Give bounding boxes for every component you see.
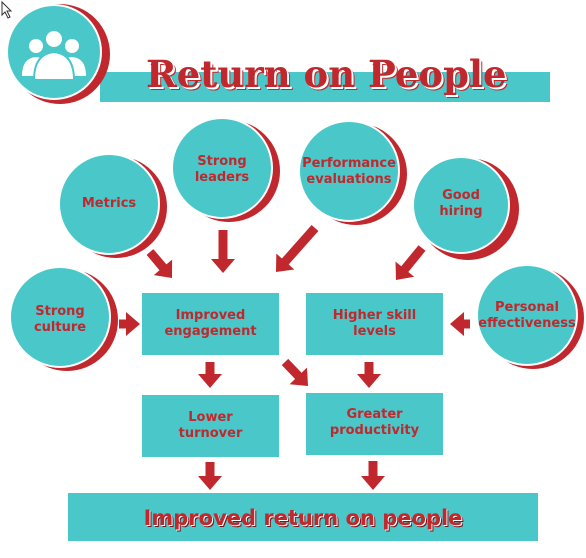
people-group-icon [6, 4, 110, 104]
arrow-engagement-to-turnover [198, 362, 222, 388]
node-strong-culture [9, 266, 118, 371]
arrow-hiring-to-skills [395, 245, 426, 280]
mouse-pointer-icon [1, 0, 13, 19]
arrow-engagement-to-productivity [281, 358, 308, 386]
node-greater-productivity [306, 393, 443, 455]
arrow-turnover-to-result [198, 462, 222, 490]
node-performance-evaluations [298, 120, 407, 225]
node-good-hiring [412, 156, 519, 260]
arrow-evaluations-to-engagement [276, 225, 319, 272]
node-higher-skill-levels [306, 293, 443, 355]
page-title: Return on People [146, 52, 507, 96]
node-metrics [58, 153, 167, 258]
result-banner-box [68, 493, 538, 541]
node-strong-leaders [171, 117, 280, 222]
arrow-leaders-to-engagement [211, 230, 235, 273]
arrow-skills-to-productivity [357, 362, 381, 388]
node-improved-engagement [142, 293, 279, 355]
arrow-metrics-to-engagement [146, 249, 173, 278]
arrow-productivity-to-result [361, 461, 385, 490]
result-banner: Improved return on people [143, 506, 463, 530]
title-bar [100, 72, 550, 102]
arrow-effectiveness-to-skills [450, 312, 470, 336]
node-lower-turnover [142, 395, 279, 457]
node-personal-effectiveness [476, 264, 584, 369]
arrow-culture-to-engagement [119, 312, 140, 336]
